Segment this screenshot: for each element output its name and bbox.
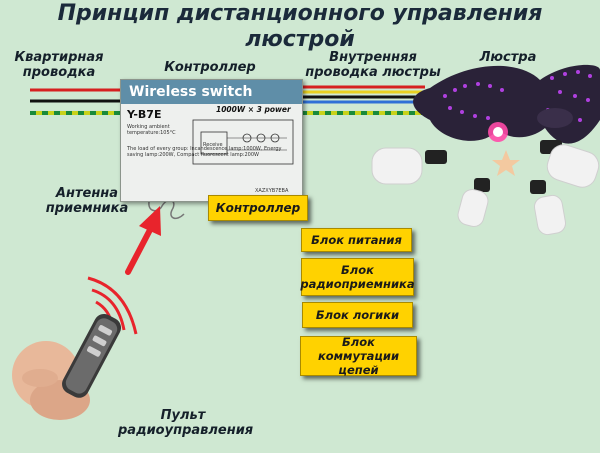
controller-device: Wireless switch Y-B7E 1000W × 3 power Wo… bbox=[120, 79, 303, 202]
signal-arrow bbox=[125, 206, 161, 275]
controller-model: Y-B7E bbox=[127, 108, 162, 121]
block-switching-line-2: цепей bbox=[338, 363, 379, 377]
label-apartment-wiring: Квартирная проводка bbox=[4, 50, 114, 80]
label-chandelier: Люстра bbox=[479, 50, 537, 65]
block-switching: Блок коммутации цепей bbox=[300, 335, 417, 377]
block-radio-receiver: Блок радиоприемника bbox=[300, 258, 415, 296]
label-chandelier-wiring: Внутренняя проводка люстры bbox=[298, 50, 448, 80]
label-chandelier-wiring-line-1: Внутренняя bbox=[329, 50, 417, 65]
page-title-line-1: Принцип дистанционного управления bbox=[57, 1, 543, 26]
controller-power: 1000W × 3 power bbox=[216, 105, 291, 114]
label-controller-top: Контроллер bbox=[164, 60, 256, 75]
controller-circuit-schematic bbox=[192, 119, 294, 165]
block-radio-receiver-line-2: радиоприемника bbox=[300, 277, 415, 291]
label-antenna-line-1: Антенна bbox=[55, 186, 119, 201]
chandelier-wires bbox=[301, 85, 470, 115]
remote-control-icon bbox=[12, 313, 122, 420]
label-chandelier-wiring-line-2: проводка люстры bbox=[305, 65, 441, 80]
label-antenna: Антенна приемника bbox=[32, 186, 142, 216]
block-radio-receiver-line-1: Блок bbox=[341, 263, 374, 277]
label-remote-line-2: радиоуправления bbox=[118, 423, 254, 438]
label-apartment-wiring-line-1: Квартирная bbox=[14, 50, 104, 65]
controller-brand: Wireless switch bbox=[121, 80, 302, 104]
block-power-supply: Блок питания bbox=[301, 228, 412, 252]
block-switching-line-1: Блок коммутации bbox=[317, 335, 400, 363]
page-title-line-2: люстрой bbox=[245, 27, 355, 52]
block-logic: Блок логики bbox=[302, 302, 413, 328]
label-apartment-wiring-line-2: проводка bbox=[22, 65, 96, 80]
label-remote: Пульт радиоуправления bbox=[118, 408, 254, 438]
controller-working-temp: Working ambient temperature:105°C bbox=[127, 124, 176, 136]
label-remote-line-1: Пульт bbox=[160, 408, 206, 423]
chandelier-icon bbox=[371, 64, 600, 236]
apartment-wires bbox=[30, 88, 120, 115]
controller-receive-label: Receive bbox=[203, 142, 223, 148]
controller-serial: XAZXYB7EBA bbox=[255, 188, 289, 194]
label-antenna-line-2: приемника bbox=[45, 201, 129, 216]
block-controller: Контроллер bbox=[208, 195, 308, 221]
